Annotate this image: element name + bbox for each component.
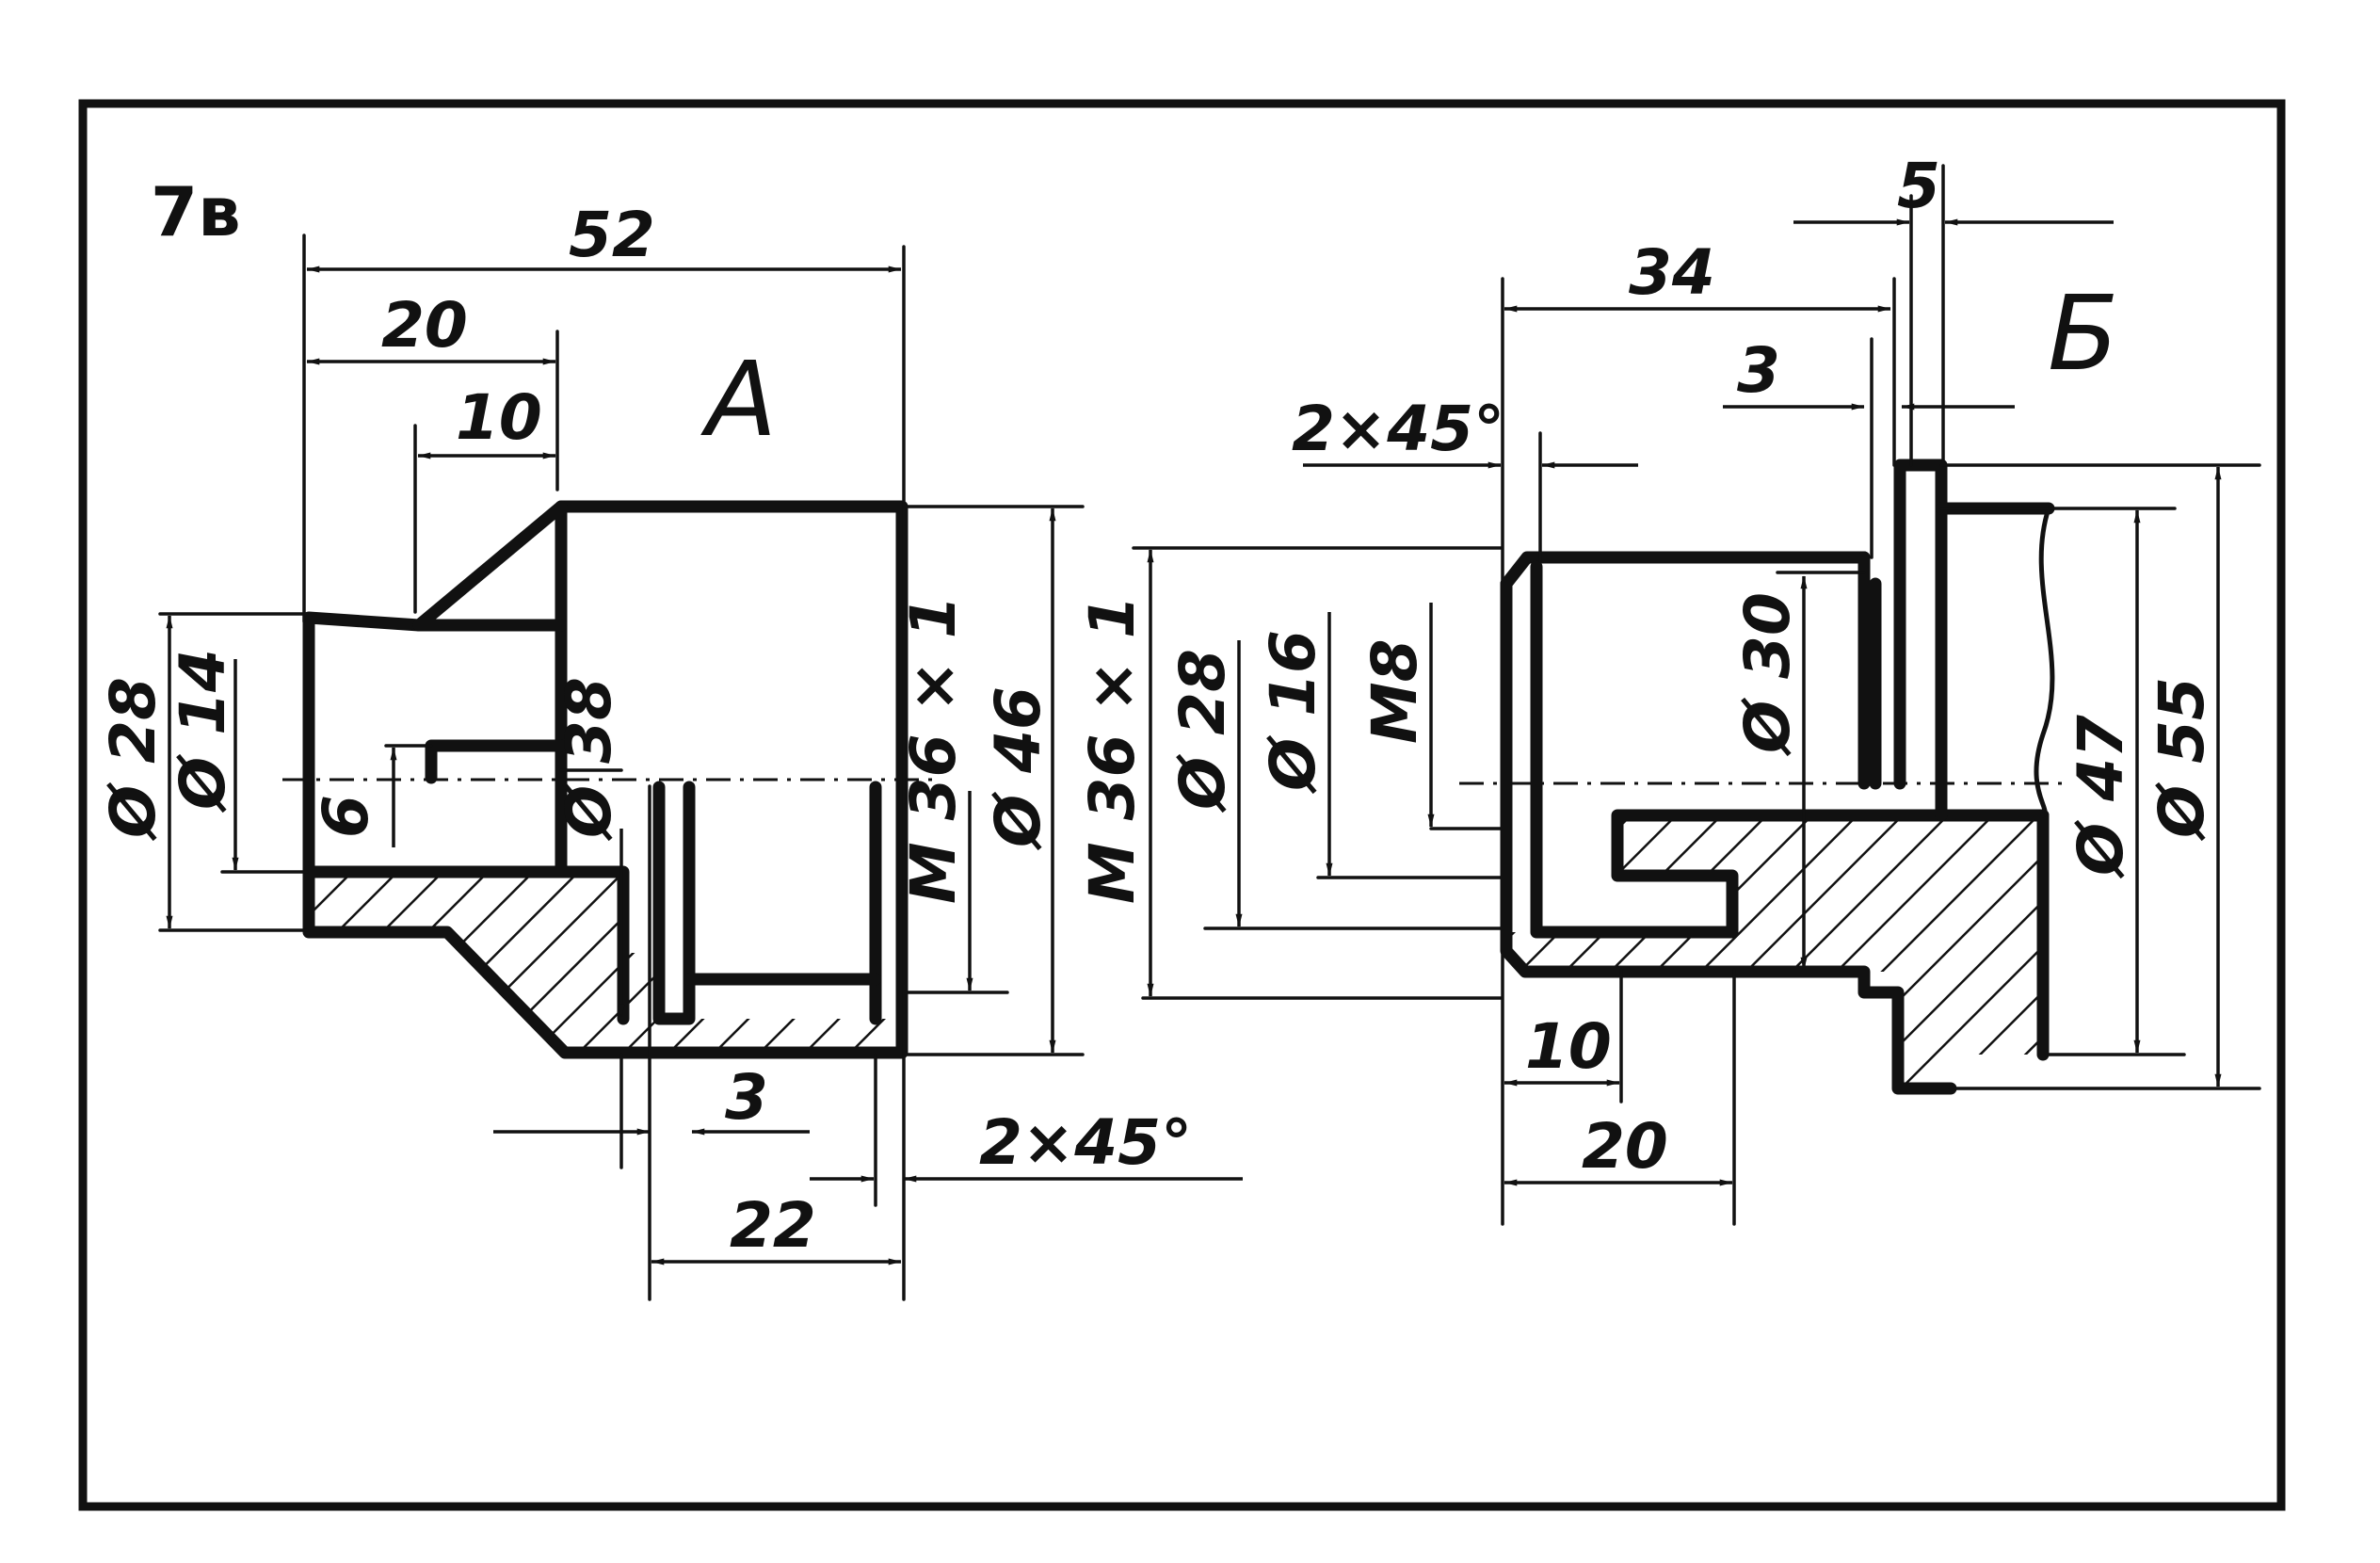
- part-b-break-line: [2034, 506, 2055, 818]
- dim-text-dia30: Ø 30: [1731, 592, 1804, 757]
- view-b: Б 34 5 3: [1076, 150, 2261, 1226]
- dim-text-ch-b: 2×45°: [1292, 393, 1504, 465]
- view-a: А 52 20 10 3 2×45°: [97, 199, 1243, 1301]
- dim-text-dia55: Ø 55: [2146, 677, 2218, 842]
- dim-text-34: 34: [1629, 236, 1715, 309]
- dim-text-6: 6: [310, 795, 382, 838]
- part-b-bore: [1530, 560, 2050, 939]
- dim-text-dia47: Ø 47: [2065, 715, 2137, 879]
- dim-text-dia16b: Ø 16: [1257, 630, 1329, 795]
- dim-text-22: 22: [730, 1189, 816, 1262]
- part-a-groove: [425, 739, 568, 784]
- part-b-chamfer-top: [1500, 551, 1871, 590]
- dim-text-3a: 3: [725, 1061, 768, 1134]
- view-b-title: Б: [2048, 273, 2118, 394]
- dim-text-dia28a: Ø 28: [97, 677, 169, 842]
- dim-text-m8: M8: [1359, 638, 1431, 744]
- drawing-frame: [78, 99, 2286, 1511]
- dim-text-dia46: Ø 46: [982, 686, 1054, 851]
- dim-text-3b: 3: [1737, 334, 1780, 407]
- dim-text-20: 20: [381, 289, 468, 362]
- dim-text-dia28b: Ø 28: [1166, 649, 1239, 814]
- part-a-section-edge: [302, 865, 630, 1025]
- part-b-step: [1857, 551, 1882, 790]
- dim-text-52: 52: [569, 199, 655, 271]
- dim-text-10b: 10: [1525, 1010, 1612, 1083]
- dim-text-ch-a: 2×45°: [979, 1106, 1192, 1179]
- part-a-outline: [302, 500, 909, 1059]
- dim-text-5: 5: [1897, 150, 1940, 222]
- dim-text-m36b: M 36 × 1: [1076, 595, 1149, 904]
- dim-text-10: 10: [456, 381, 542, 454]
- section-hatch-a: [309, 872, 902, 1053]
- dim-text-20b: 20: [1582, 1110, 1668, 1183]
- dim-text-dia14a: Ø 14: [167, 649, 239, 814]
- part-b-flange-1: [1893, 459, 1948, 822]
- part-b-outline-left: [1500, 577, 1957, 1095]
- dim-text-m36a: M 36 × 1: [897, 595, 970, 904]
- extension-lines-b: [1132, 164, 2261, 1226]
- view-a-title: А: [700, 339, 777, 459]
- extension-lines-a: [158, 234, 1085, 1301]
- section-hatch-b: [1506, 815, 2043, 1088]
- sheet-label: 7в: [151, 172, 241, 251]
- dim-text-dia38: Ø 38: [553, 677, 625, 842]
